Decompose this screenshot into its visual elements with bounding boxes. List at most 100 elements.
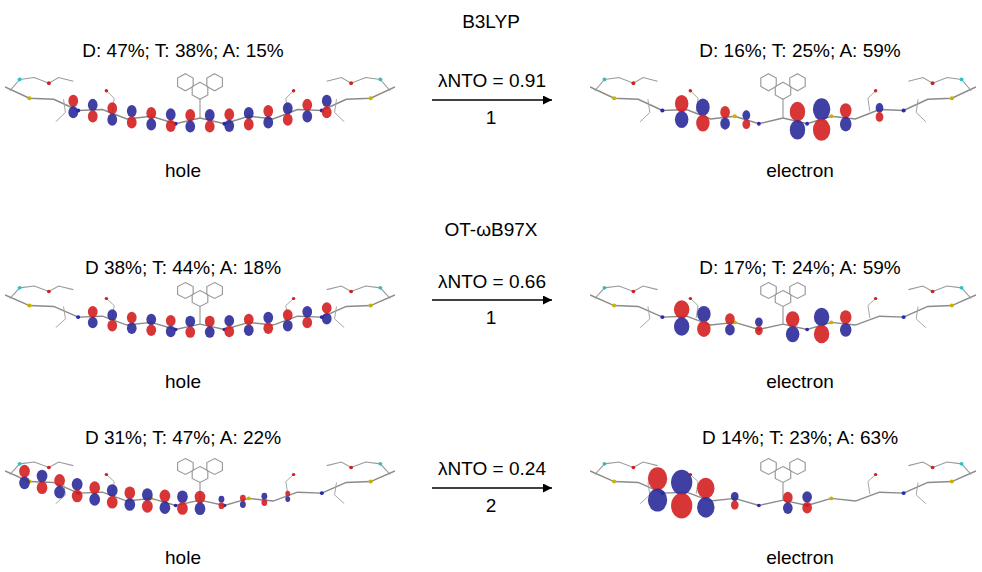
orbital-lobe	[731, 500, 739, 509]
excitation-count: 1	[486, 107, 497, 129]
orbital-figure: D: 16%; T: 25%; A: 59%electron	[552, 40, 982, 182]
orbital-lobe	[37, 481, 48, 494]
orbital-lobe	[742, 119, 750, 129]
orbital-lobe	[185, 120, 195, 132]
orbital-lobe	[166, 326, 176, 338]
orbital-lobe	[755, 326, 763, 335]
orbital-lobe	[107, 102, 117, 114]
orbital-lobe	[177, 502, 188, 515]
orbital-lobe	[146, 107, 156, 119]
orbital-lobe	[205, 109, 215, 121]
fragment-percentages: D 38%; T: 44%; A: 18%	[85, 257, 281, 279]
orbital-lobe	[283, 114, 293, 126]
orbital-lobe	[283, 309, 293, 321]
orbital-lobe	[813, 98, 830, 120]
orbital-lobe	[166, 315, 176, 327]
orbital-figure: D 38%; T: 44%; A: 18%hole	[0, 257, 432, 393]
orbital-lobe	[88, 306, 98, 318]
orbital-lobe	[790, 120, 805, 140]
orbital-lobe	[124, 487, 135, 500]
orbital-lobe	[88, 99, 98, 111]
orbital-lobe	[146, 118, 156, 130]
transition-arrow	[432, 299, 552, 301]
orbital-lobe	[261, 499, 267, 506]
orbital-lobe	[697, 478, 714, 499]
orbital-lobe	[674, 317, 689, 335]
transition-arrow	[432, 487, 552, 489]
orbital-lobe	[814, 325, 829, 343]
orbital-lobe	[790, 102, 805, 122]
orbital-lobe	[322, 313, 332, 325]
orbital-lobe	[840, 310, 852, 324]
orbital-lobe	[675, 111, 689, 128]
orbital-lobe	[166, 108, 176, 120]
orbital-lobe	[224, 108, 234, 120]
orbital-lobe	[107, 309, 117, 321]
orbital-lobe	[783, 492, 793, 504]
orbital-lobe	[283, 320, 293, 332]
orbital-lobe	[244, 324, 254, 336]
orbital-lobe	[802, 491, 812, 503]
orbital-lobe	[88, 317, 98, 329]
orbital-lobe	[205, 120, 215, 132]
orbital-lobe	[261, 493, 267, 500]
orbital-figure: D: 17%; T: 24%; A: 59% electron	[552, 257, 982, 393]
orbital-lobe	[68, 95, 78, 107]
excitation-count: 2	[486, 495, 497, 517]
fragment-percentages: D: 16%; T: 25%; A: 59%	[699, 40, 900, 62]
orbital-lobe	[725, 313, 735, 325]
orbital-lobe	[302, 317, 312, 329]
method-title: OT-ωB97X	[445, 219, 538, 241]
orbital-lobe	[166, 120, 176, 132]
orbital-lobe	[54, 486, 65, 499]
nto-label: hole	[165, 160, 201, 182]
orbital-lobe	[814, 308, 829, 326]
orbital-lobe	[783, 502, 793, 514]
orbital-lobe	[107, 114, 117, 126]
molecule-orbital	[590, 279, 976, 341]
orbital-lobe	[725, 324, 735, 336]
orbital-lobe	[263, 116, 273, 128]
orbital-lobe	[674, 300, 689, 318]
orbital-lobe	[696, 114, 710, 131]
orbital-lobe	[107, 484, 118, 497]
orbital-figure: D 14%; T: 23%; A: 63%electron	[552, 427, 982, 569]
orbital-lobe	[160, 501, 171, 514]
orbital-lobe	[322, 302, 332, 314]
orbital-lobe	[205, 316, 215, 328]
orbital-lobe	[107, 320, 117, 332]
nto-label: electron	[766, 371, 834, 393]
orbital-lobe	[127, 322, 137, 334]
nto-label: electron	[766, 547, 834, 569]
orbital-lobe	[302, 306, 312, 318]
orbital-lobe	[263, 312, 273, 324]
orbital-lobe	[322, 106, 332, 118]
orbital-lobe	[648, 488, 667, 511]
orbital-lobe	[283, 102, 293, 114]
excitation-count: 1	[486, 307, 497, 329]
orbital-lobe	[54, 474, 65, 487]
orbital-lobe	[671, 493, 692, 518]
orbital-lobe	[68, 106, 78, 118]
orbital-lobe	[127, 116, 137, 128]
fragment-percentages: D: 17%; T: 24%; A: 59%	[699, 257, 900, 279]
orbital-lobe	[322, 95, 332, 107]
orbital-lobe	[755, 317, 763, 326]
molecule-orbital	[590, 455, 976, 517]
orbital-lobe	[185, 316, 195, 328]
orbital-lobe	[697, 306, 711, 322]
orbital-lobe	[127, 312, 137, 324]
orbital-lobe	[840, 323, 852, 337]
orbital-lobe	[124, 498, 135, 511]
orbital-lobe	[224, 315, 234, 327]
orbital-lobe	[731, 492, 739, 501]
fragment-percentages: D 31%; T: 47%; A: 22%	[85, 427, 281, 449]
orbital-lobe	[37, 470, 48, 483]
orbital-lobe	[244, 314, 254, 326]
orbital-lobe	[107, 496, 118, 509]
method-title: B3LYP	[462, 11, 520, 33]
orbital-lobe	[240, 495, 246, 502]
orbital-lobe	[648, 467, 667, 490]
orbital-lobe	[240, 501, 246, 508]
